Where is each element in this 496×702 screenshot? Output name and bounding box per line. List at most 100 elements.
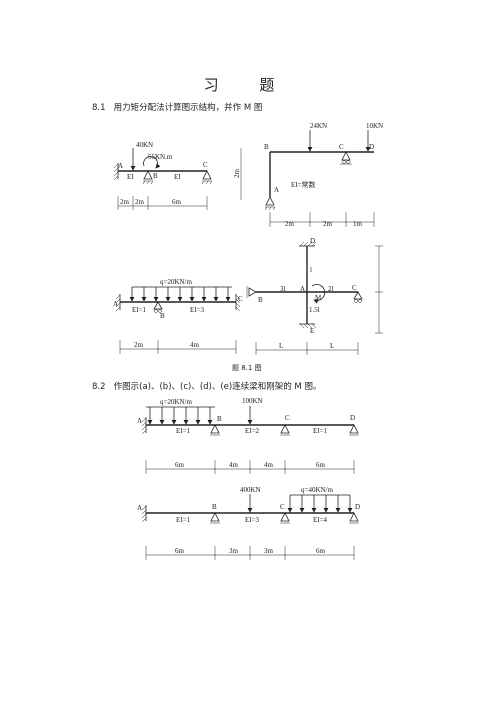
stiffness-label: EI=1 xyxy=(132,306,147,314)
stiffness-label: EI xyxy=(174,173,181,181)
node-a-label: A xyxy=(113,300,118,308)
figure-e-beam: q=20KN/m 100KN A B C D EI=1 EI=2 EI=1 6m… xyxy=(137,397,359,474)
node-b-label: B xyxy=(153,172,158,180)
pin-support-icon xyxy=(280,512,290,522)
stiffness-label: EI=3 xyxy=(245,516,260,524)
load-label: 100KN xyxy=(242,397,263,405)
dimension-label: 2m xyxy=(323,220,333,228)
dimension-label: 2m xyxy=(135,198,145,206)
length-label: 1.5l xyxy=(309,306,320,314)
dimension-label: 4m xyxy=(229,461,239,469)
node-b-label: B xyxy=(258,296,263,304)
stiffness-label: EI=常数 xyxy=(291,180,316,189)
dimension-label: 4m xyxy=(264,461,274,469)
moment-label: 55KN.m xyxy=(148,153,173,161)
dimension-label: 2m xyxy=(134,341,144,349)
node-a-label: A xyxy=(137,417,142,425)
node-a-label: A xyxy=(137,504,142,512)
stiffness-label: EI=1 xyxy=(176,427,191,435)
pin-support-icon xyxy=(280,424,290,434)
problem-number: 8.2 xyxy=(92,382,106,392)
stiffness-label: EI=3 xyxy=(190,306,205,314)
stiffness-label: EI=1 xyxy=(176,516,191,524)
pin-support-icon xyxy=(210,424,220,434)
load-label: 10KN xyxy=(366,122,383,130)
moment-label: M xyxy=(315,294,322,302)
roller-support-icon xyxy=(341,151,351,161)
pin-support-icon xyxy=(210,512,220,522)
stiffness-label: EI=2 xyxy=(245,427,260,435)
dimension-label: 4m xyxy=(190,341,200,349)
node-b-label: B xyxy=(264,143,269,151)
dimension-label: 6m xyxy=(172,198,182,206)
pin-support-icon xyxy=(265,196,275,206)
node-c-label: C xyxy=(339,143,344,151)
problem-8-2: 8.2 作图示(a)、(b)、(c)、(d)、(e)连续梁和刚架的 M 图。 xyxy=(92,380,321,392)
dimension-label: 3m xyxy=(264,547,274,555)
node-a-label: A xyxy=(118,162,123,170)
load-label: q=20KN/m xyxy=(160,278,193,286)
stiffness-label: EI=1 xyxy=(313,427,328,435)
dimension-label: L xyxy=(330,342,334,350)
dimension-label: 2m xyxy=(285,220,295,228)
figure-f-beam: 400KN q=40KN/m A B C D EI=1 EI=3 EI=4 6m… xyxy=(137,486,360,560)
figure-caption: 题 8.1 图 xyxy=(232,364,262,372)
figure-c-beam: q=20KN/m A B C EI=1 EI=3 2m 4m xyxy=(113,278,243,354)
node-b-label: B xyxy=(160,312,165,320)
node-b-label: B xyxy=(212,503,217,511)
node-e-label: E xyxy=(310,327,314,335)
node-d-label: D xyxy=(369,143,374,151)
roller-support-icon xyxy=(353,291,363,300)
roller-support-icon xyxy=(153,301,163,310)
figure-b-frame: 24KN 10KN B C D A EI=常数 2m 2m 2m 1m xyxy=(233,122,383,228)
problem-text: 用力矩分配法计算图示结构，并作 M 图 xyxy=(113,103,263,113)
load-label: 40KN xyxy=(136,141,153,149)
page-title: 习 题 xyxy=(203,76,293,94)
node-c-label: C xyxy=(203,161,208,169)
dimension-label: 6m xyxy=(175,461,185,469)
problem-number: 8.1 xyxy=(92,103,106,113)
figure-d-frame: D B A C E M l 3l 2l 1.5l L L xyxy=(246,237,383,355)
node-b-label: B xyxy=(217,415,222,423)
dimension-label: 2m xyxy=(233,169,241,179)
length-label: 2l xyxy=(328,285,334,293)
load-label: q=40KN/m xyxy=(301,486,334,494)
node-c-label: C xyxy=(280,503,285,511)
distributed-load-arrows xyxy=(129,287,231,302)
dimension-label: L xyxy=(279,342,283,350)
load-label: q=20KN/m xyxy=(160,398,193,406)
stiffness-label: EI xyxy=(127,173,134,181)
load-label: 24KN xyxy=(310,122,327,130)
node-a-label: A xyxy=(300,285,305,293)
node-c-label: C xyxy=(285,414,290,422)
figure-a-beam: 40KN 55KN.m A B C EI EI 2m 2m 6m xyxy=(113,141,213,210)
dimension-label: 1m xyxy=(353,220,363,228)
dimension-label: 6m xyxy=(175,547,185,555)
dimension-label: 6m xyxy=(316,461,326,469)
distributed-load-arrows xyxy=(287,495,353,513)
pin-support-icon xyxy=(349,512,359,522)
length-label: 3l xyxy=(280,285,286,293)
load-label: 400KN xyxy=(240,486,261,494)
pin-support-icon xyxy=(349,424,359,434)
pin-support-icon xyxy=(248,287,257,297)
stiffness-label: EI=4 xyxy=(313,516,328,524)
node-a-label: A xyxy=(274,186,279,194)
node-c-label: C xyxy=(238,295,243,303)
pin-support-icon xyxy=(202,170,212,180)
moment-arrow xyxy=(143,156,161,169)
dimension-label: 2m xyxy=(120,198,130,206)
distributed-load-arrows xyxy=(147,407,213,425)
node-d-label: D xyxy=(310,237,315,245)
node-d-label: D xyxy=(350,414,355,422)
problem-8-1: 8.1 用力矩分配法计算图示结构，并作 M 图 xyxy=(92,101,262,113)
node-c-label: C xyxy=(352,284,357,292)
dimension-label: 3m xyxy=(229,547,239,555)
problem-text: 作图示(a)、(b)、(c)、(d)、(e)连续梁和刚架的 M 图。 xyxy=(113,382,322,392)
moment-arrow xyxy=(311,284,326,304)
dimension-label: 6m xyxy=(316,547,326,555)
pin-support-icon xyxy=(143,170,153,180)
length-label: l xyxy=(310,266,312,274)
node-d-label: D xyxy=(355,503,360,511)
